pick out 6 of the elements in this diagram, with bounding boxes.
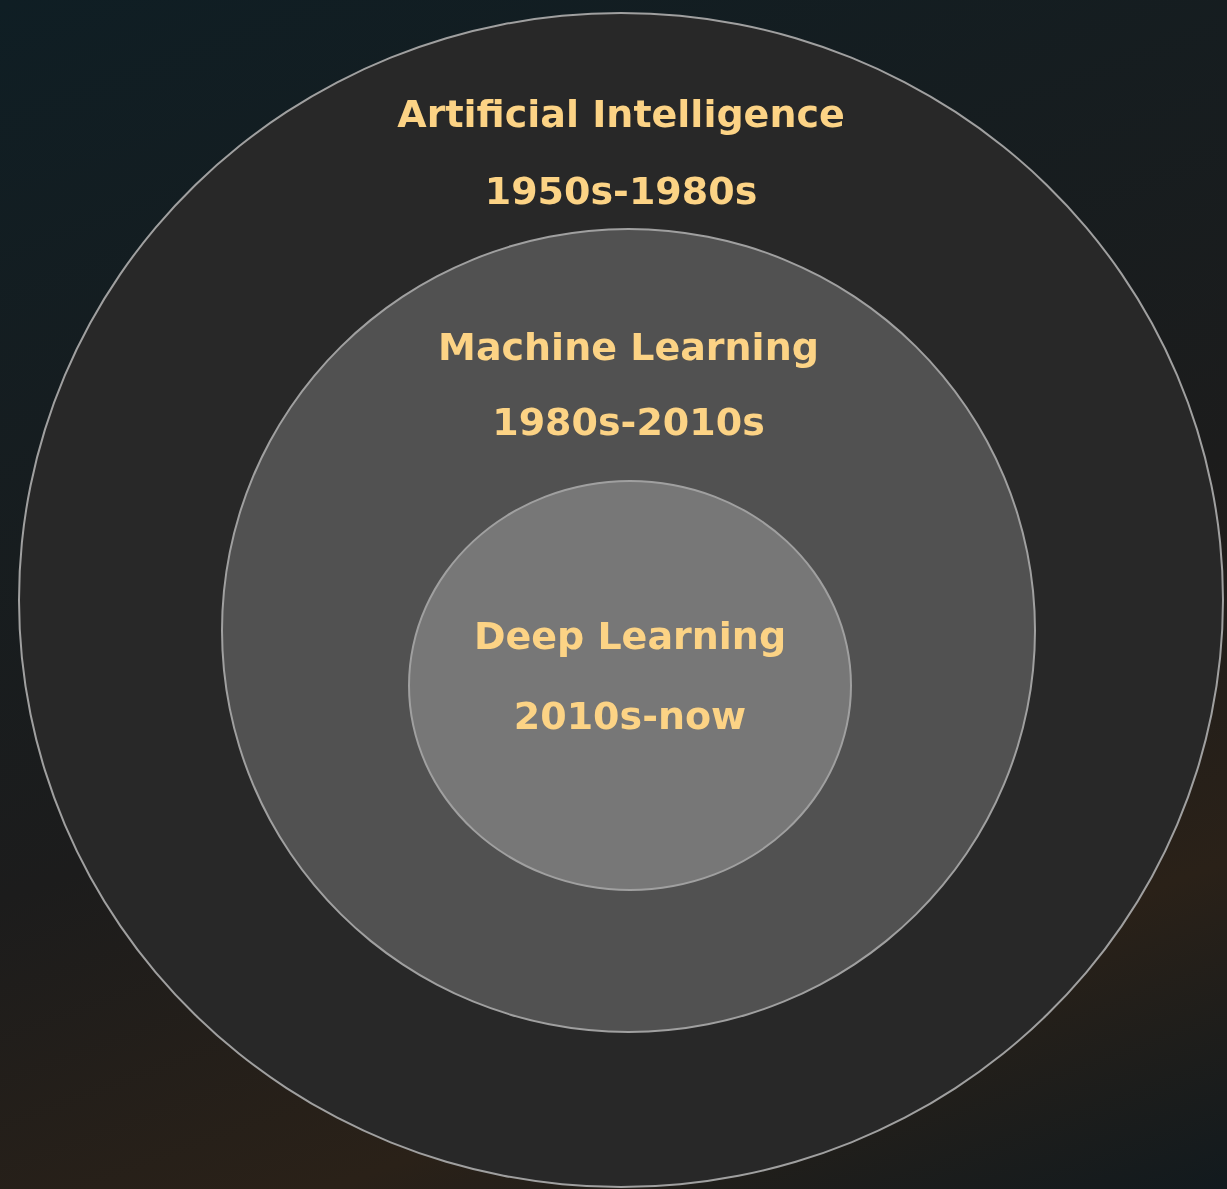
period-label: 2010s-now (513, 694, 747, 738)
period-label: 1950s-1980s (484, 169, 758, 213)
circle-title: Artificial Intelligence (397, 92, 845, 136)
circle-title: Machine Learning (438, 325, 819, 369)
circle-title: Deep Learning (473, 614, 787, 658)
period-label: 1980s-2010s (492, 400, 765, 444)
